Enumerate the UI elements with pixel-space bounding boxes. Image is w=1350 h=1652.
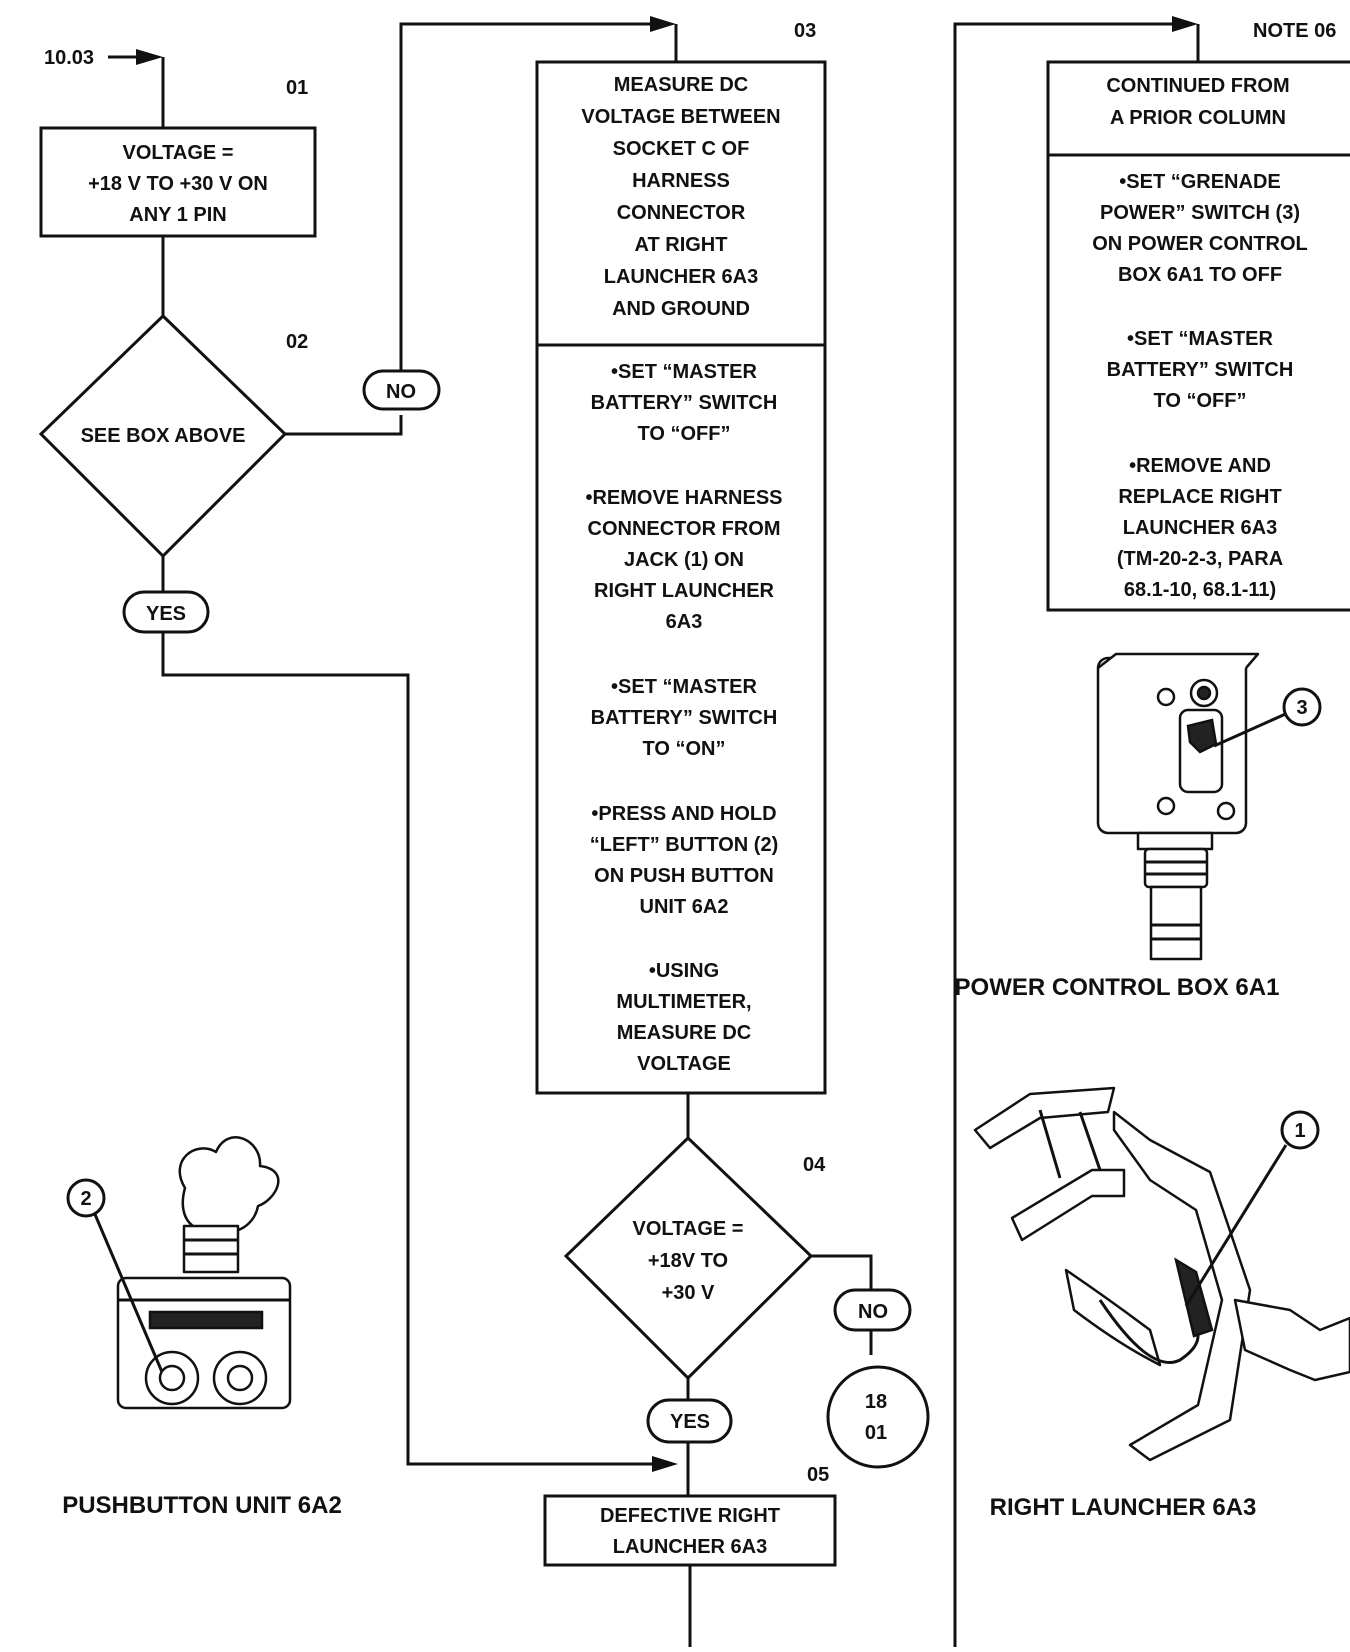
callout-switch-3: 3 [1296,697,1307,719]
step-number-01: 01 [286,77,308,99]
step-02-text: SEE BOX ABOVE [81,425,246,447]
step-06-body-13: 68.1-10, 68.1-11) [1124,579,1276,601]
step-01-line-3: ANY 1 PIN [129,204,226,226]
step-03-head-5: AT RIGHT [635,234,728,256]
step-03-body-4: •REMOVE HARNESS [585,487,782,509]
step-06-body-5: •SET “MASTER [1127,328,1273,350]
step-06-box [1046,60,1350,612]
step-03-instructions: •SET “MASTER BATTERY” SWITCH TO “OFF” •R… [585,361,782,1075]
step-03-head-0: MEASURE DC [614,74,748,96]
step-06-body-7: TO “OFF” [1154,390,1247,412]
step-03-body-14: •PRESS AND HOLD [591,803,776,825]
step-03-body-17: UNIT 6A2 [640,896,729,918]
step-03-body-15: “LEFT” BUTTON (2) [590,834,779,856]
step-03-heading: MEASURE DC VOLTAGE BETWEEN SOCKET C OF H… [581,74,780,320]
step-03-body-22: VOLTAGE [637,1053,731,1075]
step-06-body-9: •REMOVE AND [1129,455,1271,477]
step-03-head-1: VOLTAGE BETWEEN [581,106,780,128]
off-page-connector [826,1365,930,1469]
step-05-line-1: DEFECTIVE RIGHT [600,1505,780,1527]
step-number-02: 02 [286,331,308,353]
step-04-line-3: +30 V [662,1282,715,1304]
step-06-head-1: A PRIOR COLUMN [1110,107,1286,129]
pushbutton-unit-illustration [66,1136,292,1410]
note-06: NOTE 06 [1253,20,1336,42]
step-05-line-2: LAUNCHER 6A3 [613,1536,767,1558]
step-06-body-10: REPLACE RIGHT [1118,486,1281,508]
step-06-body-0: •SET “GRENADE [1119,171,1280,193]
step-03-body-8: 6A3 [666,611,703,633]
step-06-body-12: (TM-20-2-3, PARA [1117,548,1283,570]
entry-reference: 10.03 [44,47,94,69]
step-03-body-20: MULTIMETER, [616,991,751,1013]
caption-right-launcher: RIGHT LAUNCHER 6A3 [990,1494,1257,1521]
step-03-body-7: RIGHT LAUNCHER [594,580,775,602]
step-03-body-5: CONNECTOR FROM [588,518,781,540]
step-number-05: 05 [807,1464,829,1486]
step-03-head-4: CONNECTOR [617,202,746,224]
caption-pushbutton-unit: PUSHBUTTON UNIT 6A2 [62,1492,342,1519]
arrowhead [1172,16,1198,32]
power-control-box-illustration [1096,652,1322,961]
step-04-line-1: VOLTAGE = [633,1218,744,1240]
step-03-head-3: HARNESS [632,170,730,192]
arrowhead [136,49,163,65]
connector-line-2: 01 [865,1422,887,1444]
step-06-body-2: ON POWER CONTROL [1092,233,1308,255]
right-launcher-illustration [973,1086,1350,1462]
callout-button-2: 2 [80,1188,91,1210]
step-06-body-3: BOX 6A1 TO OFF [1118,264,1282,286]
step-01-box [39,126,317,238]
step-03-body-11: BATTERY” SWITCH [591,707,778,729]
no-label-04: NO [858,1301,888,1323]
step-number-04: 04 [803,1154,826,1176]
yes-branch-02 [122,590,210,634]
step-03-body-6: JACK (1) ON [624,549,744,571]
step-03-body-12: TO “ON” [643,738,726,760]
yes-label-04: YES [670,1411,710,1433]
step-05-box [543,1494,837,1567]
step-03-box [535,60,827,1095]
connector-line-1: 18 [865,1391,887,1413]
step-03-body-10: •SET “MASTER [611,676,757,698]
caption-power-control-box: POWER CONTROL BOX 6A1 [955,974,1280,1001]
step-03-head-6: LAUNCHER 6A3 [604,266,758,288]
step-06-instructions: •SET “GRENADE POWER” SWITCH (3) ON POWER… [1092,171,1308,601]
step-03-head-2: SOCKET C OF [613,138,750,160]
step-03-head-7: AND GROUND [612,298,750,320]
arrowhead [650,16,676,32]
yes-label-02: YES [146,603,186,625]
step-03-body-16: ON PUSH BUTTON [594,865,774,887]
step-number-03: 03 [794,20,816,42]
step-06-body-1: POWER” SWITCH (3) [1100,202,1300,224]
arrowhead [652,1456,678,1472]
step-06-head-0: CONTINUED FROM [1106,75,1289,97]
step-03-body-0: •SET “MASTER [611,361,757,383]
step-03-body-19: •USING [649,960,719,982]
step-03-body-21: MEASURE DC [617,1022,751,1044]
step-06-body-6: BATTERY” SWITCH [1107,359,1294,381]
no-label-02: NO [386,381,416,403]
step-04-line-2: +18V TO [648,1250,728,1272]
step-01-line-1: VOLTAGE = [123,142,234,164]
step-01-line-2: +18 V TO +30 V ON [88,173,268,195]
step-06-body-11: LAUNCHER 6A3 [1123,517,1277,539]
step-03-body-1: BATTERY” SWITCH [591,392,778,414]
step-03-body-2: TO “OFF” [638,423,731,445]
callout-jack-1: 1 [1294,1120,1305,1142]
